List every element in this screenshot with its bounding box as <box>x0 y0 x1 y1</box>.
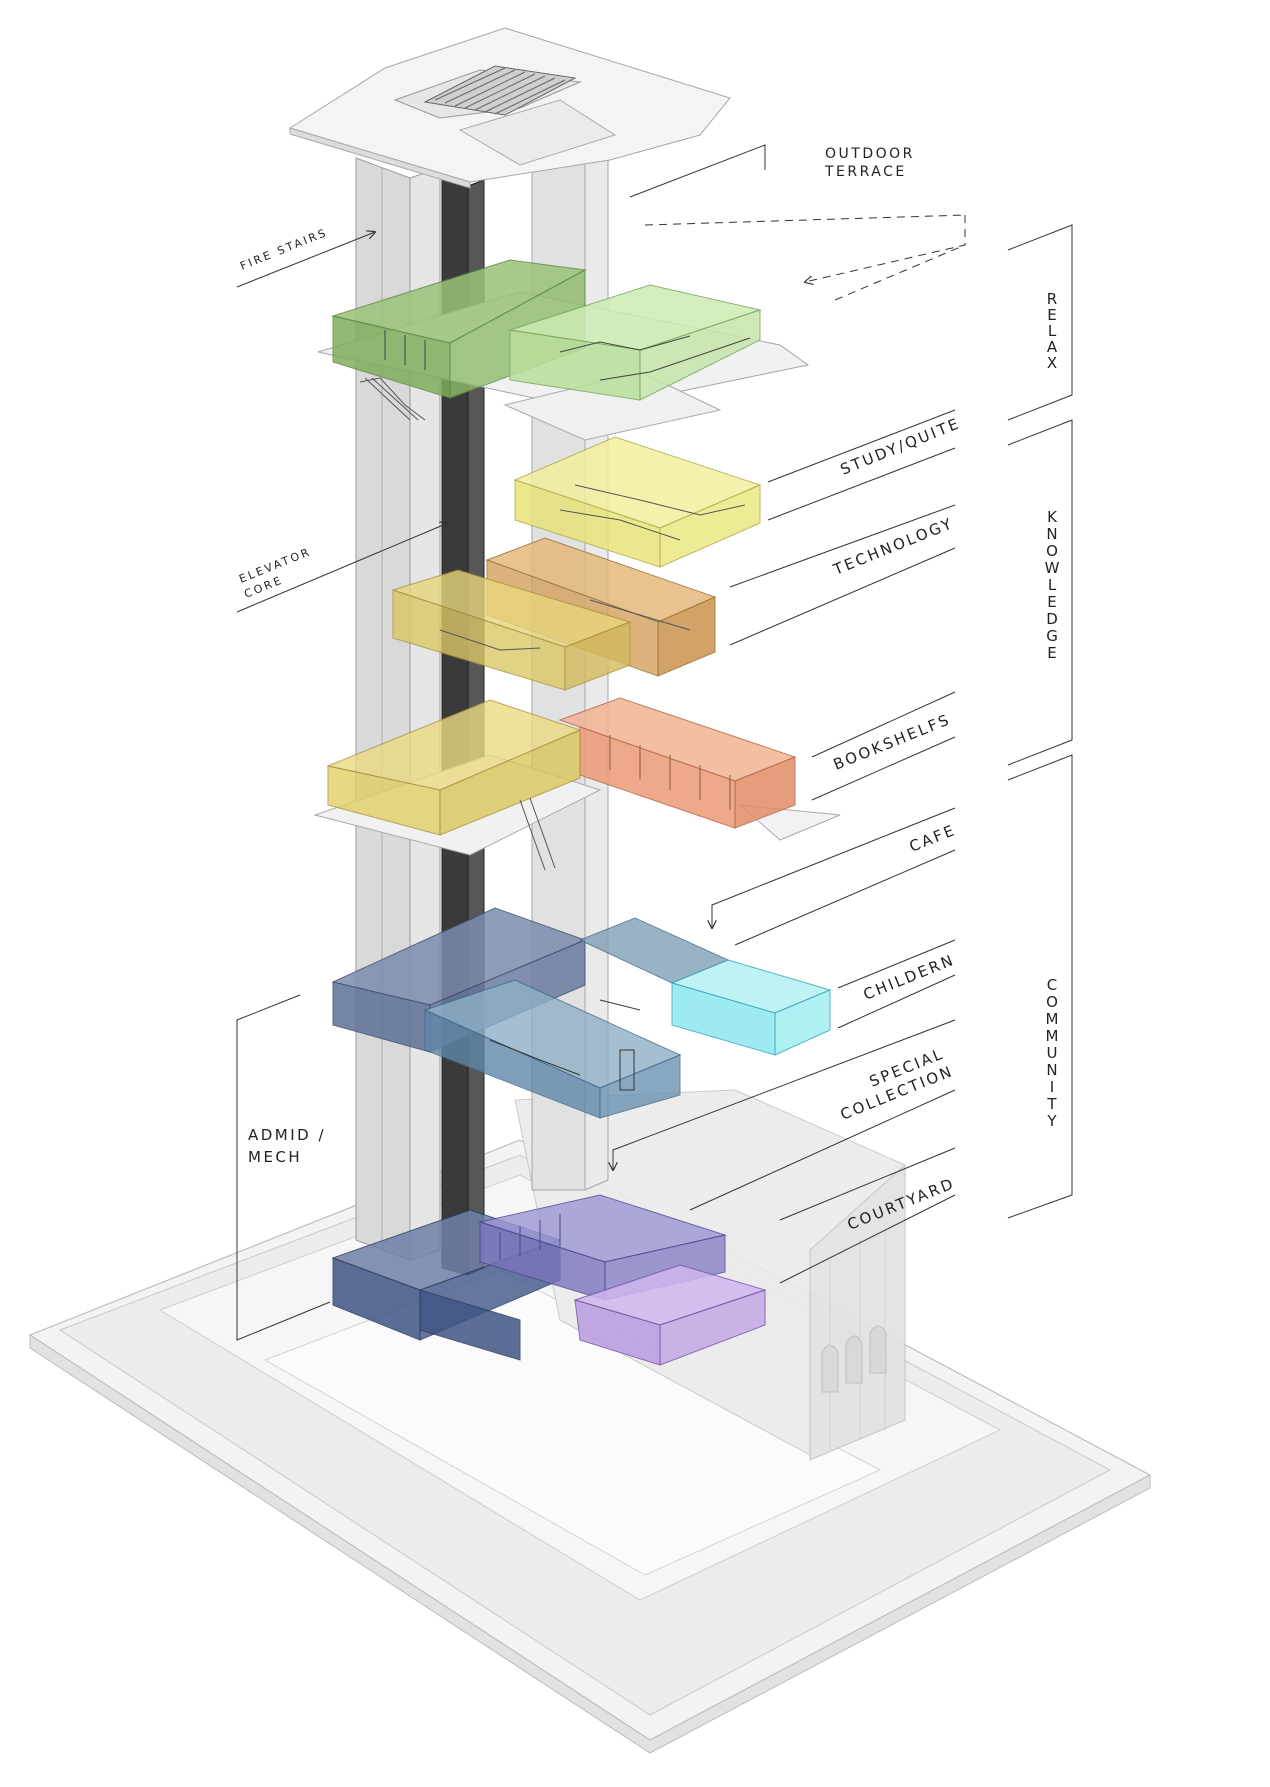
cafe-label: CAFE <box>907 821 959 856</box>
community-level <box>331 907 832 1119</box>
admid-mech-line-2: MECH <box>248 1148 302 1166</box>
technology-label: TECHNOLOGY <box>830 514 956 579</box>
admid-mech-line-1: ADMID / <box>248 1126 326 1144</box>
base-level <box>331 1194 767 1366</box>
outdoor-terrace-line-2: TERRACE <box>824 164 907 180</box>
technology-level <box>391 537 717 691</box>
relax-level <box>317 259 810 441</box>
roof-terrace <box>288 27 731 189</box>
leader-lines <box>236 144 1073 1341</box>
fire-stairs-label: FIRE STAIRS <box>238 226 329 273</box>
study-level <box>513 436 762 568</box>
special-collection-label: SPECIAL COLLECTION <box>838 1044 957 1123</box>
outdoor-terrace-label: OUTDOOR TERRACE <box>824 146 915 180</box>
bookshelfs-level <box>313 697 841 871</box>
outdoor-terrace-line-1: OUTDOOR <box>825 146 915 162</box>
admid-mech-label: ADMID / MECH <box>248 1126 326 1166</box>
elevator-core-label: ELEVATOR CORE <box>237 545 313 601</box>
